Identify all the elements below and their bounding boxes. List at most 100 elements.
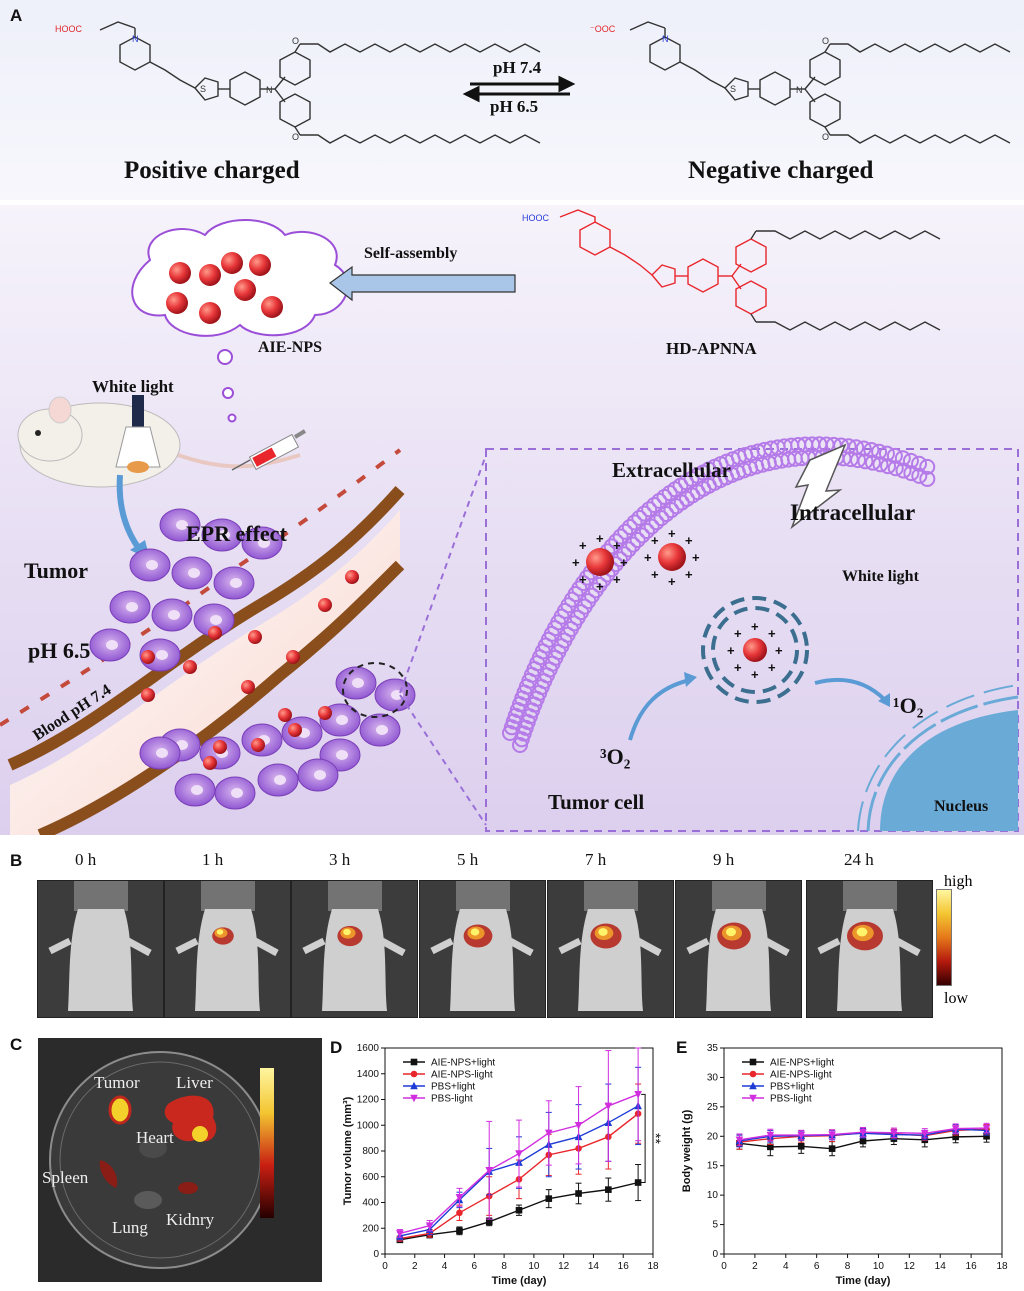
vessel-nanoparticle [251,738,265,752]
legend-label: PBS-light [770,1094,812,1105]
svg-text:+: + [734,660,742,675]
vessel-nanoparticle [141,688,155,702]
svg-text:+: + [751,619,759,634]
data-point [983,1132,990,1140]
data-point [410,1081,418,1090]
svg-text:+: + [685,567,693,582]
y-tick-label: 0 [712,1249,718,1260]
intracellular-label: Intracellular [790,500,916,525]
y-tick-label: 1600 [357,1043,380,1054]
mouse-fluorescence-image [164,880,291,1018]
data-point [767,1143,774,1151]
x-tick-label: 8 [845,1261,851,1272]
tumor-cell [213,566,255,600]
left-s: S [200,84,206,94]
svg-text:+: + [668,574,676,589]
white-light-label: White light [92,377,174,396]
y-tick-label: 25 [707,1102,719,1113]
x-tick-label: 18 [647,1261,659,1272]
vessel-nanoparticle [288,723,302,737]
tumor-cell [174,773,216,807]
x-tick-label: 0 [721,1261,727,1272]
mouse-fluorescence-image [547,880,674,1018]
y-tick-label: 20 [707,1131,719,1142]
x-tick-label: 0 [382,1261,388,1272]
x-tick-label: 8 [501,1261,507,1272]
data-point [605,1186,612,1193]
significance-marker: ** [648,1133,664,1144]
tumor-cell [151,598,193,632]
legend-label: PBS+light [431,1082,475,1093]
self-assembly-label: Self-assembly [364,245,458,262]
hd-apnna-carboxyl: HOOC [522,213,550,223]
legend-entry: PBS-light [742,1094,812,1105]
x-tick-label: 2 [412,1261,418,1272]
y-tick-label: 1200 [357,1095,380,1106]
organ-label-tumor: Tumor [94,1073,140,1092]
syringe-illustration [231,429,307,471]
svg-text:+: + [685,533,693,548]
panel-label-a: A [10,6,23,25]
left-o2: O [292,132,299,142]
time-label: 24 h [844,850,874,869]
data-point [515,1150,523,1158]
aie-nps-label: AIE-NPS [258,339,323,356]
data-point [574,1121,583,1130]
svg-text:+: + [692,550,700,565]
tumor-cell [241,526,283,560]
data-point [735,1136,744,1145]
plot-frame [723,1047,1003,1255]
y-tick-label: 400 [362,1198,379,1209]
vessel-nanoparticle [241,680,255,694]
legend-label: AIE-NPS-light [770,1070,832,1081]
y-tick-label: 30 [707,1072,719,1083]
blood-vessel [0,448,405,835]
left-carboxyl: HOOC [55,24,83,34]
panel-label-b: B [10,851,23,870]
colorbar-low: low [944,990,968,1007]
x-tick-label: 16 [966,1261,978,1272]
data-point [575,1190,582,1197]
data-point [797,1142,805,1150]
y-tick-label: 200 [362,1223,379,1234]
panel-a-top [0,0,1024,200]
arrow-ph-65: pH 6.5 [490,97,539,116]
data-point [515,1206,523,1214]
organ-dish-svg [49,1051,274,1269]
legend-label: AIE-NPS+light [770,1058,834,1069]
data-point [890,1129,898,1138]
extracellular-nanoparticles [586,543,686,576]
vessel-nanoparticle [208,626,222,640]
right-o1: O [822,36,829,46]
svg-text:+: + [620,555,628,570]
x-axis-title: Time (day) [836,1275,891,1287]
self-assembly-arrow [328,265,516,302]
tumor-cell [335,666,377,700]
colorbar-high: high [944,873,973,890]
y-tick-label: 0 [373,1249,379,1260]
legend-entry: PBS+light [403,1082,475,1093]
svg-text:+: + [613,572,621,587]
arrow-ph-74: pH 7.4 [493,58,542,77]
x-tick-label: 18 [996,1261,1008,1272]
data-point [951,1125,960,1133]
triplet-oxygen-label: ³O₂ [600,744,631,769]
svg-text:+: + [613,538,621,553]
svg-text:+: + [596,579,604,594]
svg-text:+: + [579,572,587,587]
data-point [749,1081,757,1090]
time-label: 9 h [713,850,735,869]
x-tick-label: 14 [588,1261,600,1272]
data-point [749,1070,757,1078]
x-tick-label: 6 [472,1261,478,1272]
highlight-circle [342,662,408,718]
x-tick-label: 10 [873,1261,885,1272]
tumor-organ [108,1095,132,1125]
light-source [132,395,144,427]
legend-entry: AIE-NPS-light [403,1070,493,1081]
data-point [859,1128,867,1137]
series-PBS-light [396,1047,642,1238]
tumor-cell-label: Tumor cell [548,790,645,814]
time-label: 7 h [585,850,607,869]
